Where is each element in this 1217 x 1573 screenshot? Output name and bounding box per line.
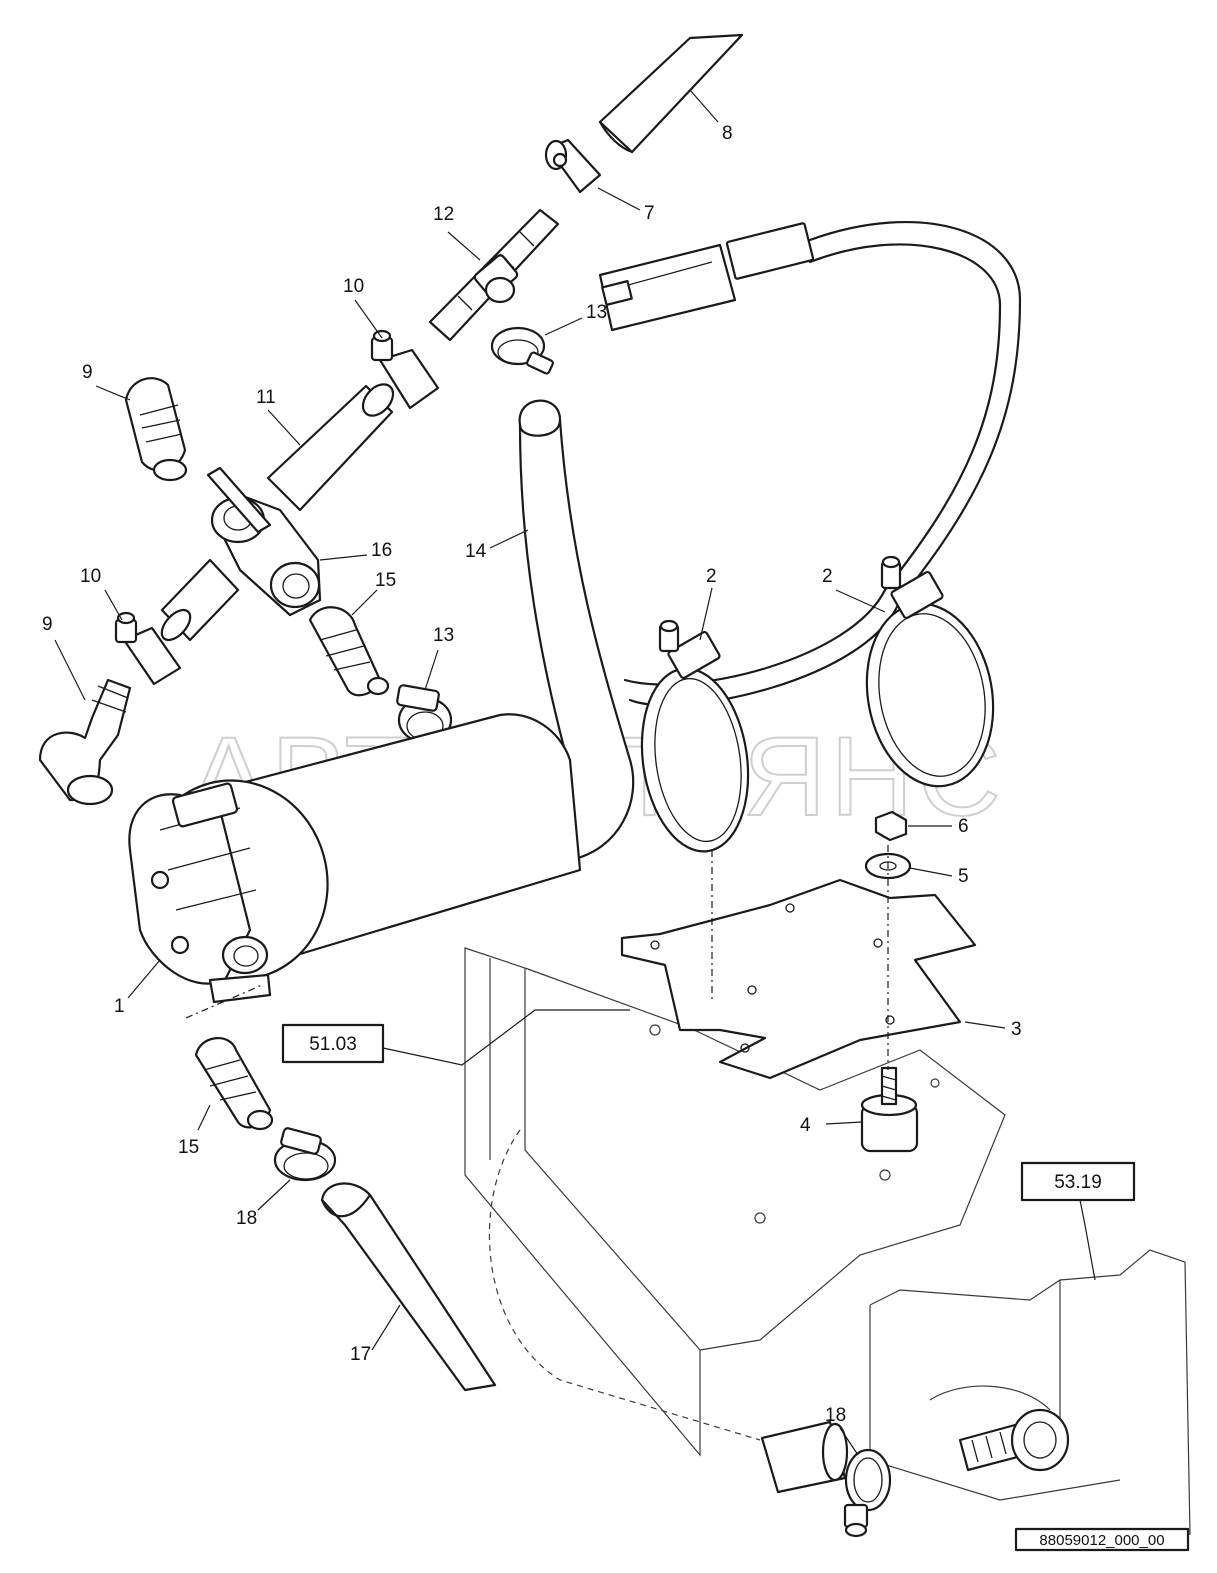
outlet-fitting-bottom [958,1408,1070,1472]
hose-end-bottom [760,1420,849,1494]
callout-17: 17 [350,1344,371,1365]
callout-18-bottom: 18 [825,1405,846,1426]
drawing-number-box: 88059012_000_00 [1014,1527,1190,1552]
callout-13-upper: 13 [586,302,607,323]
callout-10-lower: 10 [80,566,101,587]
hose-part-11-lower [160,558,240,642]
hose-part-8 [598,33,744,154]
svg-text:88059012_000_00: 88059012_000_00 [1039,1532,1164,1549]
chassis-frame [464,947,1191,1536]
fitting-part-9-upper [124,377,188,482]
callout-5: 5 [958,866,969,887]
callout-leaders [54,89,1006,1456]
callout-6: 6 [958,816,969,837]
callout-11: 11 [256,387,276,408]
tee-connector-part-12 [428,208,560,342]
callout-labels: 1 2 2 3 4 5 6 7 8 9 9 10 10 11 12 13 13 … [42,123,1022,1426]
hose-part-17 [320,1182,497,1392]
callout-8: 8 [722,123,733,144]
callout-15-upper: 15 [375,570,396,591]
callout-9-upper: 9 [82,362,93,383]
callout-2-right: 2 [822,566,833,587]
svg-text:53.19: 53.19 [1054,1172,1102,1193]
ref-box-53-19: 53.19 [1020,1161,1136,1281]
bracket-part-3 [620,878,977,1080]
callout-2-left: 2 [706,566,717,587]
clamp-part-13-upper [490,326,554,375]
clamp-part-10-upper [370,329,440,410]
elbow-fitting-part-9-lower [38,678,132,806]
callout-7: 7 [644,203,655,224]
svg-text:51.03: 51.03 [309,1034,357,1055]
tee-body-part-16 [206,466,322,617]
callout-13-lower: 13 [433,625,454,646]
callout-15-lower: 15 [178,1137,199,1158]
callout-4: 4 [800,1115,811,1136]
clamp-part-18-bottom [843,1448,892,1538]
callout-3: 3 [1011,1019,1022,1040]
hose-part-11 [266,383,395,512]
nut-part-6 [874,810,908,842]
fitting-part-15-upper [308,606,390,697]
pump-motor-part-1 [128,713,582,1004]
fitting-part-15-lower [194,1037,274,1131]
ref-box-51-03: 51.03 [281,1009,630,1066]
assembly-axes [185,845,889,1070]
callout-12: 12 [433,204,454,225]
clamp-part-10-lower [114,611,182,686]
band-clamp-part-2-right [865,555,995,788]
clamp-part-7 [544,138,602,194]
callout-18-left: 18 [236,1208,257,1229]
callout-14: 14 [465,541,487,562]
callout-10-upper: 10 [343,276,364,297]
callout-1: 1 [114,996,125,1017]
callout-16: 16 [371,540,392,561]
rubber-mount-part-4 [860,1066,919,1153]
clamp-part-18-lower-left [273,1127,337,1182]
callout-9-lower: 9 [42,614,53,635]
electrical-connector [598,243,737,332]
band-clamp-part-2-left [640,619,750,853]
